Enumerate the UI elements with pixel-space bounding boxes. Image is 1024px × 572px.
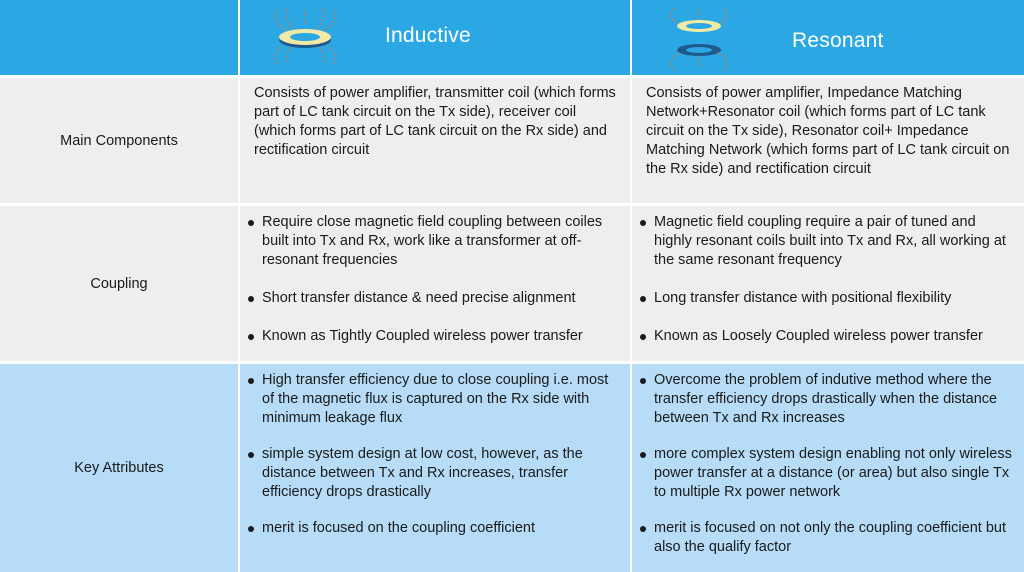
bullet-icon: [640, 378, 646, 384]
bullet-icon: [248, 452, 254, 458]
key-attributes-inductive: High transfer efficiency due to close co…: [240, 361, 632, 572]
coupling-resonant-list: Magnetic field coupling require a pair o…: [632, 206, 1024, 346]
key-attributes-inductive-list: High transfer efficiency due to close co…: [240, 364, 630, 538]
bullet-icon: [640, 220, 646, 226]
row-label-key-attributes: Key Attributes: [0, 361, 240, 572]
row-label-coupling: Coupling: [0, 203, 240, 361]
resonant-title: Resonant: [792, 29, 884, 52]
coupling-resonant: Magnetic field coupling require a pair o…: [632, 203, 1024, 361]
inductive-coil-icon: [274, 7, 336, 65]
bullet-icon: [248, 296, 254, 302]
bullet-icon: [640, 334, 646, 340]
key-attributes-resonant-list: Overcome the problem of indutive method …: [632, 364, 1024, 557]
list-item: Known as Tightly Coupled wireless power …: [246, 327, 622, 346]
main-components-resonant: Consists of power amplifier, Impedance M…: [632, 75, 1024, 203]
list-item: Short transfer distance & need precise a…: [246, 289, 622, 308]
bullet-icon: [248, 378, 254, 384]
coupling-inductive-list: Require close magnetic field coupling be…: [240, 206, 630, 346]
bullet-icon: [248, 526, 254, 532]
key-attributes-resonant: Overcome the problem of indutive method …: [632, 361, 1024, 572]
list-item: more complex system design enabling not …: [638, 445, 1016, 502]
bullet-icon: [640, 296, 646, 302]
list-item: Magnetic field coupling require a pair o…: [638, 213, 1016, 270]
bullet-icon: [640, 526, 646, 532]
list-item: High transfer efficiency due to close co…: [246, 371, 622, 428]
bullet-icon: [248, 334, 254, 340]
main-components-resonant-text: Consists of power amplifier, Impedance M…: [646, 85, 1010, 177]
bullet-icon: [640, 452, 646, 458]
main-components-inductive-text: Consists of power amplifier, transmitter…: [254, 85, 616, 158]
coupling-inductive: Require close magnetic field coupling be…: [240, 203, 632, 361]
list-item: Known as Loosely Coupled wireless power …: [638, 327, 1016, 346]
resonant-coil-icon: [670, 8, 728, 70]
header-inductive: Inductive: [240, 0, 632, 75]
main-components-inductive: Consists of power amplifier, transmitter…: [240, 75, 632, 203]
header-blank-cell: [0, 0, 240, 75]
bullet-icon: [248, 220, 254, 226]
list-item: Require close magnetic field coupling be…: [246, 213, 622, 270]
list-item: Long transfer distance with positional f…: [638, 289, 1016, 308]
list-item: simple system design at low cost, howeve…: [246, 445, 622, 502]
list-item: merit is focused on not only the couplin…: [638, 519, 1016, 557]
list-item: merit is focused on the coupling coeffic…: [246, 519, 622, 538]
inductive-title: Inductive: [385, 24, 471, 47]
list-item: Overcome the problem of indutive method …: [638, 371, 1016, 428]
row-label-main-components: Main Components: [0, 75, 240, 203]
header-resonant: Resonant: [632, 0, 1024, 75]
